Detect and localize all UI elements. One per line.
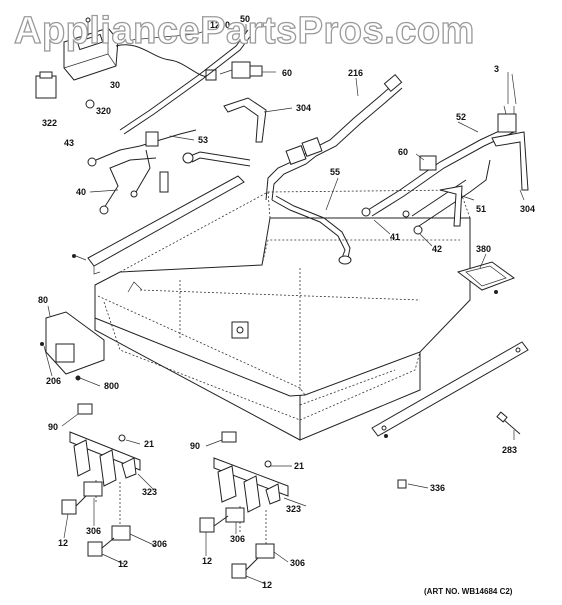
- callout-21: 21: [294, 461, 304, 471]
- knob-stem-12-right-a: [199, 517, 215, 533]
- callout-90: 90: [190, 441, 200, 451]
- callout-41: 41: [390, 232, 400, 242]
- tube-set-left: [87, 129, 197, 215]
- valve-306-left-b: [111, 525, 131, 541]
- valve-53: [145, 131, 159, 147]
- part-380: [456, 261, 516, 294]
- callout-800: 800: [104, 381, 119, 391]
- valve-306-left-a: [83, 481, 103, 497]
- callout-380: 380: [476, 244, 491, 254]
- callout-53: 53: [198, 135, 208, 145]
- art-number: (ART NO. WB14684 C2): [424, 587, 513, 596]
- callout-55: 55: [330, 167, 340, 177]
- switch-80: [40, 311, 105, 381]
- main-gas-pipe: [182, 73, 403, 201]
- callout-90: 90: [48, 422, 58, 432]
- callout-21: 21: [144, 439, 154, 449]
- callout-322: 322: [42, 118, 57, 128]
- bracket-left: [159, 171, 169, 193]
- callout-42: 42: [432, 244, 442, 254]
- screw-283: [496, 411, 521, 435]
- front-right-rail: [371, 341, 529, 438]
- callout-306: 306: [290, 558, 305, 568]
- valve-306-right-a: [225, 507, 245, 523]
- callout-306: 306: [86, 526, 101, 536]
- bracket-304-right: [491, 131, 529, 191]
- callout-labels: 1200 50 30 60 322 320 216 304 3 43 53 52…: [38, 14, 535, 596]
- pipe-50: [119, 29, 253, 135]
- clip-90-right: [221, 431, 237, 443]
- callout-304: 304: [296, 103, 311, 113]
- callout-50: 50: [240, 14, 250, 24]
- callout-80: 80: [38, 295, 48, 305]
- callout-206: 206: [46, 376, 61, 386]
- grommet-320: [85, 99, 95, 109]
- callout-1200: 1200: [210, 20, 230, 30]
- knob-stem-12-left-a: [61, 499, 77, 515]
- valve-306-right-b: [255, 543, 275, 559]
- callout-3: 3: [494, 64, 499, 74]
- callout-12: 12: [202, 556, 212, 566]
- tube-set-right: [361, 105, 529, 235]
- callout-306: 306: [230, 534, 245, 544]
- ignition-module: [63, 17, 119, 81]
- callout-304: 304: [520, 204, 535, 214]
- transformer-322: [35, 71, 95, 109]
- part-336: [397, 479, 407, 489]
- callout-323: 323: [142, 487, 157, 497]
- callout-323: 323: [286, 504, 301, 514]
- callout-60: 60: [398, 147, 408, 157]
- valve-52: [497, 113, 517, 133]
- knob-stem-12-left-b: [87, 541, 103, 557]
- valve-group-left: [61, 403, 141, 557]
- watermark: AppliancePartsPros.com: [13, 9, 475, 52]
- callout-30: 30: [110, 80, 120, 90]
- valve-group-right: [199, 431, 289, 579]
- valve-60-right: [419, 155, 437, 171]
- callout-12: 12: [58, 538, 68, 548]
- callout-283: 283: [502, 445, 517, 455]
- callout-336: 336: [430, 483, 445, 493]
- left-side-rail: [72, 175, 245, 275]
- inlet-fitting: [383, 73, 403, 93]
- callout-216: 216: [348, 68, 363, 78]
- valve-60-top: [219, 61, 263, 79]
- bracket-304-top: [223, 97, 267, 143]
- clip-90-left: [77, 403, 93, 415]
- callout-51: 51: [476, 204, 486, 214]
- callout-40: 40: [76, 187, 86, 197]
- knob-stem-12-right-b: [231, 563, 247, 579]
- callout-43: 43: [64, 138, 74, 148]
- manifold-pipe-55: [271, 195, 352, 265]
- leader-lines: [43, 24, 525, 585]
- callout-320: 320: [96, 106, 111, 116]
- callout-60: 60: [282, 68, 292, 78]
- callout-52: 52: [456, 112, 466, 122]
- callout-306: 306: [152, 539, 167, 549]
- callout-12: 12: [118, 559, 128, 569]
- callout-12: 12: [262, 580, 272, 590]
- burner-box: [94, 189, 471, 441]
